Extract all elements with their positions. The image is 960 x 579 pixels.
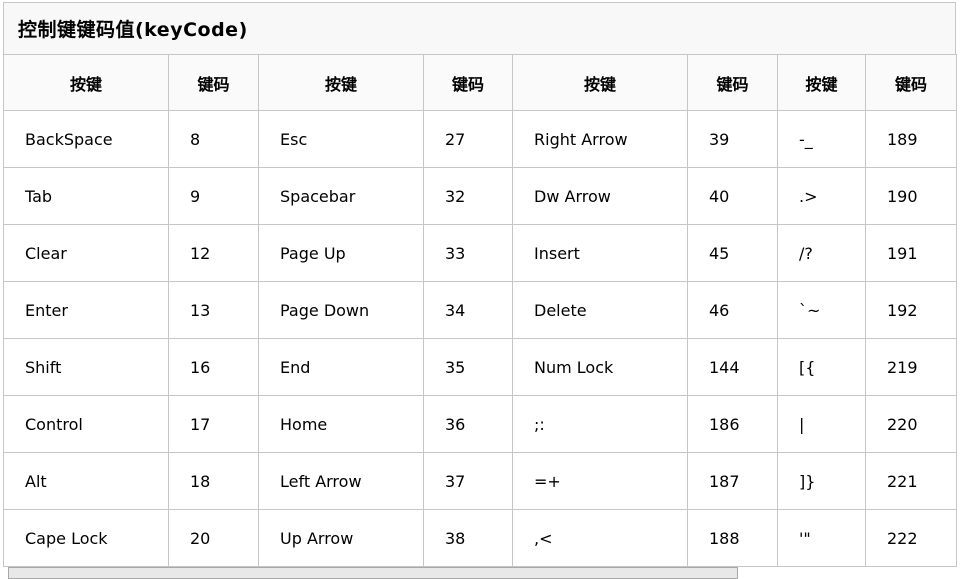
key-code-cell: 35 bbox=[423, 338, 513, 396]
table-header-cell: 按键 bbox=[777, 54, 866, 111]
table-header-cell: 键码 bbox=[423, 54, 513, 111]
key-code-cell: 16 bbox=[168, 338, 259, 396]
key-code-cell: 37 bbox=[423, 452, 513, 510]
table-row: Clear 12 Page Up 33 Insert 45 /? 191 bbox=[3, 224, 957, 282]
key-name-cell: Home bbox=[258, 395, 424, 453]
table-body: BackSpace 8 Esc 27 Right Arrow 39 -_ 189… bbox=[3, 110, 957, 567]
keycode-table: 按键键码按键键码按键键码按键键码 BackSpace 8 Esc 27 Righ… bbox=[3, 54, 957, 567]
key-code-cell: 34 bbox=[423, 281, 513, 339]
table-row: Shift 16 End 35 Num Lock 144 [{ 219 bbox=[3, 338, 957, 396]
key-name-cell: Shift bbox=[3, 338, 169, 396]
key-code-cell: 40 bbox=[687, 167, 778, 225]
key-code-cell: 18 bbox=[168, 452, 259, 510]
key-name-cell: `~ bbox=[777, 281, 866, 339]
key-name-cell: Left Arrow bbox=[258, 452, 424, 510]
key-name-cell: Page Down bbox=[258, 281, 424, 339]
key-name-cell: Delete bbox=[512, 281, 688, 339]
table-row: Alt 18 Left Arrow 37 =+ 187 ]} 221 bbox=[3, 452, 957, 510]
key-code-cell: 192 bbox=[865, 281, 957, 339]
key-name-cell: -_ bbox=[777, 110, 866, 168]
key-code-cell: 8 bbox=[168, 110, 259, 168]
key-name-cell: Control bbox=[3, 395, 169, 453]
table-row: BackSpace 8 Esc 27 Right Arrow 39 -_ 189 bbox=[3, 110, 957, 168]
key-code-cell: 32 bbox=[423, 167, 513, 225]
key-code-cell: 144 bbox=[687, 338, 778, 396]
key-name-cell: Cape Lock bbox=[3, 509, 169, 567]
key-name-cell: /? bbox=[777, 224, 866, 282]
key-code-cell: 46 bbox=[687, 281, 778, 339]
key-name-cell: Num Lock bbox=[512, 338, 688, 396]
key-code-cell: 38 bbox=[423, 509, 513, 567]
table-row: Cape Lock 20 Up Arrow 38 ,< 188 '" 222 bbox=[3, 509, 957, 567]
key-code-cell: 9 bbox=[168, 167, 259, 225]
table-header-cell: 按键 bbox=[258, 54, 424, 111]
table-title: 控制键键码值(keyCode) bbox=[18, 19, 248, 41]
key-code-cell: 221 bbox=[865, 452, 957, 510]
partial-element-below bbox=[8, 567, 738, 579]
key-name-cell: Up Arrow bbox=[258, 509, 424, 567]
table-title-bar: 控制键键码值(keyCode) bbox=[3, 2, 956, 55]
key-name-cell: Clear bbox=[3, 224, 169, 282]
key-code-cell: 33 bbox=[423, 224, 513, 282]
key-code-cell: 188 bbox=[687, 509, 778, 567]
key-name-cell: Right Arrow bbox=[512, 110, 688, 168]
key-code-cell: 39 bbox=[687, 110, 778, 168]
key-code-cell: 222 bbox=[865, 509, 957, 567]
table-row: Enter 13 Page Down 34 Delete 46 `~ 192 bbox=[3, 281, 957, 339]
key-name-cell: ;: bbox=[512, 395, 688, 453]
key-name-cell: [{ bbox=[777, 338, 866, 396]
key-code-cell: 187 bbox=[687, 452, 778, 510]
table-header-cell: 键码 bbox=[687, 54, 778, 111]
key-code-cell: 186 bbox=[687, 395, 778, 453]
key-code-cell: 17 bbox=[168, 395, 259, 453]
key-name-cell: Dw Arrow bbox=[512, 167, 688, 225]
key-code-cell: 27 bbox=[423, 110, 513, 168]
key-code-cell: 220 bbox=[865, 395, 957, 453]
key-name-cell: Esc bbox=[258, 110, 424, 168]
key-name-cell: .> bbox=[777, 167, 866, 225]
key-code-cell: 190 bbox=[865, 167, 957, 225]
key-name-cell: | bbox=[777, 395, 866, 453]
key-code-cell: 219 bbox=[865, 338, 957, 396]
key-code-cell: 191 bbox=[865, 224, 957, 282]
key-name-cell: ,< bbox=[512, 509, 688, 567]
key-name-cell: Tab bbox=[3, 167, 169, 225]
key-name-cell: BackSpace bbox=[3, 110, 169, 168]
key-code-cell: 13 bbox=[168, 281, 259, 339]
key-name-cell: End bbox=[258, 338, 424, 396]
key-name-cell: Enter bbox=[3, 281, 169, 339]
key-name-cell: Page Up bbox=[258, 224, 424, 282]
table-header-cell: 按键 bbox=[512, 54, 688, 111]
key-name-cell: Insert bbox=[512, 224, 688, 282]
key-code-cell: 36 bbox=[423, 395, 513, 453]
table-row: Tab 9 Spacebar 32 Dw Arrow 40 .> 190 bbox=[3, 167, 957, 225]
table-header-row: 按键键码按键键码按键键码按键键码 bbox=[3, 54, 957, 111]
key-name-cell: =+ bbox=[512, 452, 688, 510]
key-code-cell: 12 bbox=[168, 224, 259, 282]
key-name-cell: Spacebar bbox=[258, 167, 424, 225]
key-name-cell: ]} bbox=[777, 452, 866, 510]
table-header-cell: 按键 bbox=[3, 54, 169, 111]
key-name-cell: Alt bbox=[3, 452, 169, 510]
table-row: Control 17 Home 36 ;: 186 | 220 bbox=[3, 395, 957, 453]
key-code-cell: 45 bbox=[687, 224, 778, 282]
key-code-cell: 189 bbox=[865, 110, 957, 168]
key-code-cell: 20 bbox=[168, 509, 259, 567]
table-header-cell: 键码 bbox=[865, 54, 957, 111]
table-header-cell: 键码 bbox=[168, 54, 259, 111]
key-name-cell: '" bbox=[777, 509, 866, 567]
